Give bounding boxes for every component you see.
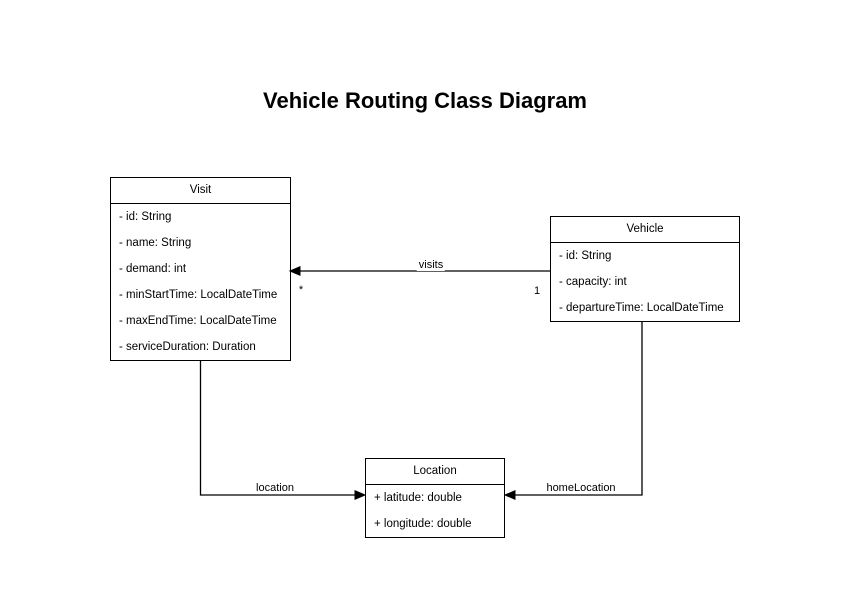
edge-location[interactable] [199,361,357,496]
class-location-name: Location [366,459,504,485]
class-visit-attribute: - demand: int [119,263,187,275]
edge-homelocation[interactable] [514,321,643,496]
class-vehicle-attribute: - id: String [559,250,612,262]
edge-label-visits[interactable]: visits [416,259,446,271]
class-vehicle-attribute: - capacity: int [559,276,627,288]
arrowhead-visits-icon [288,266,301,276]
diagram-title: Vehicle Routing Class Diagram [263,88,587,113]
edge-label-location[interactable]: location [254,482,296,494]
class-location-attribute: + longitude: double [374,518,472,530]
class-location-attribute: + latitude: double [374,492,462,504]
class-visit-attribute: - serviceDuration: Duration [119,341,256,353]
edge-label-homelocation[interactable]: homeLocation [544,482,618,494]
multiplicity-visits-target: * [296,284,306,296]
class-vehicle[interactable]: Vehicle - id: String - capacity: int - d… [550,216,740,322]
class-visit-attribute: - name: String [119,237,192,249]
class-vehicle-attribute: - departureTime: LocalDateTime [559,302,724,314]
class-visit-name: Visit [111,178,290,204]
class-visit-attribute: - maxEndTime: LocalDateTime [119,315,277,327]
class-location[interactable]: Location + latitude: double + longitude:… [365,458,505,538]
class-visit-attribute: - minStartTime: LocalDateTime [119,289,278,301]
class-visit-attribute: - id: String [119,211,172,223]
arrowhead-location-icon [354,490,367,500]
class-visit[interactable]: Visit - id: String - name: String - dema… [110,177,291,361]
arrowhead-homelocation-icon [503,490,516,500]
multiplicity-visits-source: 1 [531,285,543,297]
class-vehicle-name: Vehicle [551,217,739,243]
